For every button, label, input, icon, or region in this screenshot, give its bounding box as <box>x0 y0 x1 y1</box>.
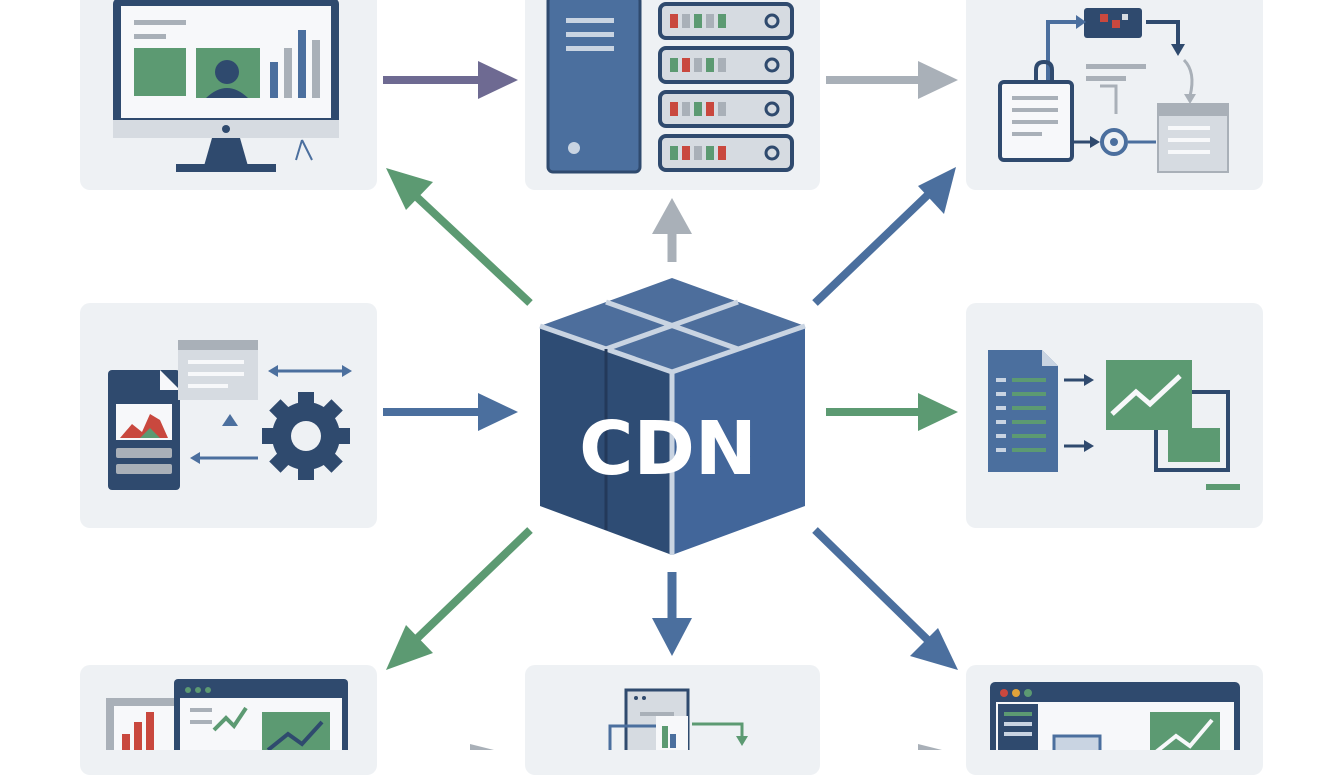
arrow-mobile-to-cdn <box>383 393 518 431</box>
cdn-diagram: CDN <box>106 0 1240 750</box>
document-flow-icon <box>608 688 748 750</box>
browser-charts-icon <box>106 679 348 750</box>
server-unit-3 <box>658 90 794 128</box>
server-unit-2 <box>658 46 794 84</box>
arrow-cdn-to-workflow <box>812 167 956 306</box>
arrow-cdn-to-monitor <box>386 168 533 306</box>
server-rack-icon <box>546 0 794 174</box>
mobile-gear-icon <box>108 340 352 490</box>
gear-icon <box>262 392 350 480</box>
arrow-cdn-to-docs <box>826 393 958 431</box>
web-dashboard-icon <box>990 682 1240 750</box>
server-unit-1 <box>658 2 794 40</box>
server-unit-4 <box>658 134 794 172</box>
arrow-cdn-to-server <box>652 198 692 262</box>
arrow-monitor-to-server <box>383 61 518 99</box>
arrow-cdn-to-docflow <box>652 572 692 656</box>
workflow-diagram-icon <box>998 8 1229 173</box>
cdn-label: CDN <box>579 406 757 492</box>
partial-arrow-bottom-left <box>470 744 494 750</box>
cdn-cube: CDN <box>539 278 806 555</box>
monitor-dashboard-icon <box>113 0 339 172</box>
arrow-cdn-to-dashboard <box>812 527 958 670</box>
document-chart-icon <box>988 350 1240 490</box>
partial-arrow-bottom-right <box>918 744 942 750</box>
arrow-cdn-to-browser <box>386 527 533 670</box>
arrow-server-to-workflow <box>826 61 958 99</box>
